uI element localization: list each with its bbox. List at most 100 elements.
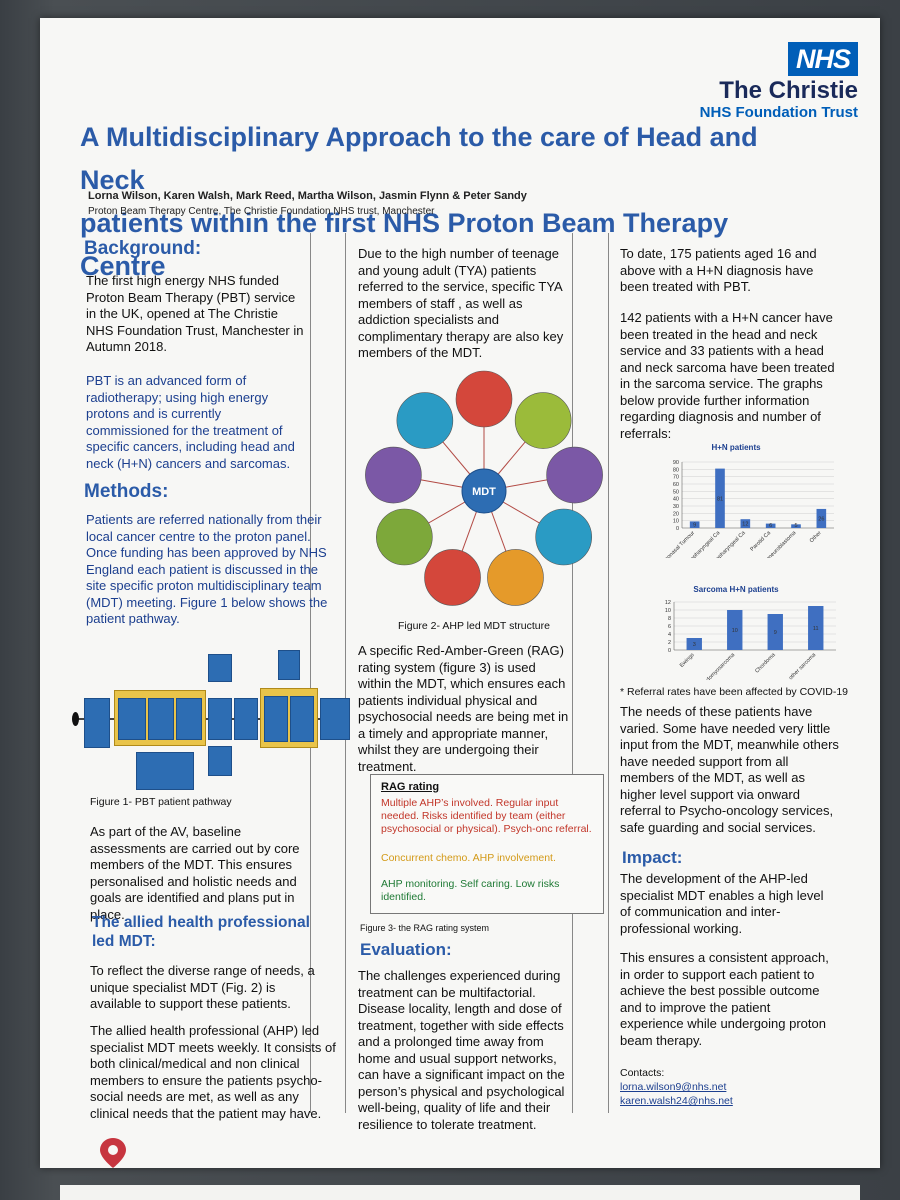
data-label: 11	[813, 626, 819, 632]
poster: NHS The Christie NHS Foundation Trust A …	[40, 18, 880, 1168]
bar	[715, 468, 725, 528]
data-label: 10	[732, 628, 738, 634]
pathway-step-2	[118, 698, 146, 740]
mdt-structure-diagram: MDT	[365, 370, 603, 606]
email-link-2[interactable]: karen.walsh24@nhs.net	[620, 1095, 733, 1107]
methods-heading: Methods:	[84, 481, 169, 502]
pathway-step-6	[208, 698, 232, 740]
evaluation-paragraph: The challenges experienced during treatm…	[358, 968, 565, 1132]
background-paragraph-1: The first high energy NHS funded Proton …	[86, 273, 304, 354]
mdt-member-node	[535, 508, 592, 566]
impact-paragraph-1: The development of the AHP-led specialis…	[620, 871, 824, 936]
pathway-step-11	[290, 696, 314, 742]
col3-paragraph-1: To date, 175 patients aged 16 and above …	[620, 246, 817, 294]
mdt-member-node	[546, 446, 603, 504]
mdt-member-node	[376, 508, 433, 566]
y-tick-label: 2	[668, 640, 671, 646]
data-label: 12	[742, 522, 748, 528]
category-label: Other	[809, 530, 823, 544]
bar	[740, 519, 751, 528]
category-label: other sarcoma	[788, 652, 818, 680]
bar	[765, 523, 776, 528]
data-label: 3	[693, 642, 696, 648]
impact-heading: Impact:	[622, 848, 683, 867]
rag-amber-text: Concurrent chemo. AHP involvement.	[381, 852, 556, 864]
sarcoma-patients-chart: Sarcoma H+N patients 0246810123Ewings10R…	[665, 585, 836, 680]
data-label: 81	[717, 496, 723, 502]
mdt-member-node	[396, 392, 454, 449]
background-heading: Background:	[84, 238, 202, 259]
pathway-step-9	[136, 752, 194, 790]
y-tick-label: 70	[673, 475, 679, 481]
data-label: 26	[818, 516, 824, 522]
mdt-member-node	[514, 392, 572, 449]
affiliation: Proton Beam Therapy Centre, The Christie…	[88, 206, 435, 217]
category-label: Ewings	[679, 652, 696, 669]
pathway-step-12	[278, 650, 300, 680]
bar	[808, 606, 824, 650]
mdt-member-node	[455, 370, 513, 428]
col3-paragraph-2: 142 patients with a H+N cancer have been…	[620, 310, 835, 441]
data-label: 9	[693, 523, 696, 529]
rag-rating-box: RAG rating Multiple AHP’s involved. Regu…	[370, 774, 604, 914]
rag-paragraph: A specific Red-Amber-Green (RAG) rating …	[358, 643, 569, 774]
y-tick-label: 10	[665, 608, 671, 614]
next-poster-edge	[60, 1185, 860, 1200]
rag-red-text: Multiple AHP’s involved. Regular input n…	[381, 797, 592, 835]
y-tick-label: 20	[673, 511, 679, 517]
y-tick-label: 60	[673, 482, 679, 488]
av-paragraph: As part of the AV, baseline assessments …	[90, 824, 300, 922]
needs-paragraph: The needs of these patients have varied.…	[620, 704, 839, 835]
category-label: Rhabdomyosarcoma	[696, 652, 737, 680]
category-label: Parotid Ca	[749, 530, 772, 553]
bar	[791, 524, 801, 528]
tya-paragraph: Due to the high number of teenage and yo…	[358, 246, 564, 360]
column-divider-2	[345, 233, 346, 1113]
contacts-label: Contacts:	[620, 1067, 665, 1079]
y-tick-label: 12	[665, 600, 671, 606]
ahp-paragraph-2: The allied health professional (AHP) led…	[90, 1023, 336, 1121]
y-tick-label: 90	[673, 460, 679, 466]
y-tick-label: 4	[668, 632, 671, 638]
figure-3-caption: Figure 3- the RAG rating system	[360, 923, 490, 933]
bar	[689, 521, 700, 528]
mdt-member-node	[487, 549, 544, 606]
impact-paragraph-2: This ensures a consistent approach, in o…	[620, 950, 829, 1048]
pathway-step-4	[176, 698, 202, 740]
ahp-paragraph-1: To reflect the diverse range of needs, a…	[90, 963, 315, 1011]
title-line2: patients within the first NHS Proton Bea…	[80, 208, 729, 281]
ahp-heading: The allied health professional led MDT:	[92, 913, 310, 951]
chart-title: H+N patients	[711, 443, 761, 452]
pathway-step-5	[208, 654, 232, 682]
contacts: Contacts: lorna.wilson9@nhs.net karen.wa…	[620, 1066, 733, 1108]
y-tick-label: 80	[673, 467, 679, 473]
pathway-start-node	[72, 712, 79, 726]
figure-1-caption: Figure 1- PBT patient pathway	[90, 796, 232, 808]
nhs-logo: NHS	[788, 42, 858, 76]
pathway-step-10	[264, 696, 288, 742]
chart-title: Sarcoma H+N patients	[693, 585, 779, 594]
poster-title: A Multidisciplinary Approach to the care…	[80, 116, 800, 288]
evaluation-heading: Evaluation:	[360, 940, 452, 959]
data-label: 9	[774, 630, 777, 636]
bar	[686, 638, 702, 650]
y-tick-label: 30	[673, 504, 679, 510]
y-tick-label: 6	[668, 624, 671, 630]
category-label: Chordoma	[754, 652, 777, 675]
data-label: 5	[794, 523, 797, 529]
title-line1: A Multidisciplinary Approach to the care…	[80, 122, 758, 195]
y-tick-label: 50	[673, 489, 679, 495]
ahp-heading-line2: led MDT:	[92, 933, 156, 950]
figure-2-caption: Figure 2- AHP led MDT structure	[398, 620, 550, 632]
bar	[727, 610, 743, 650]
covid-note: * Referral rates have been affected by C…	[620, 686, 849, 698]
mdt-member-node	[365, 446, 422, 504]
mdt-member-node	[424, 549, 481, 606]
trust-name: The Christie NHS Foundation Trust	[700, 78, 858, 122]
y-tick-label: 10	[673, 519, 679, 525]
email-link-1[interactable]: lorna.wilson9@nhs.net	[620, 1081, 727, 1093]
background-paragraph-2: PBT is an advanced form of radiotherapy;…	[86, 373, 295, 471]
mdt-center-node	[461, 468, 507, 514]
patient-pathway-figure	[72, 646, 352, 791]
column-divider-1	[310, 233, 311, 1113]
